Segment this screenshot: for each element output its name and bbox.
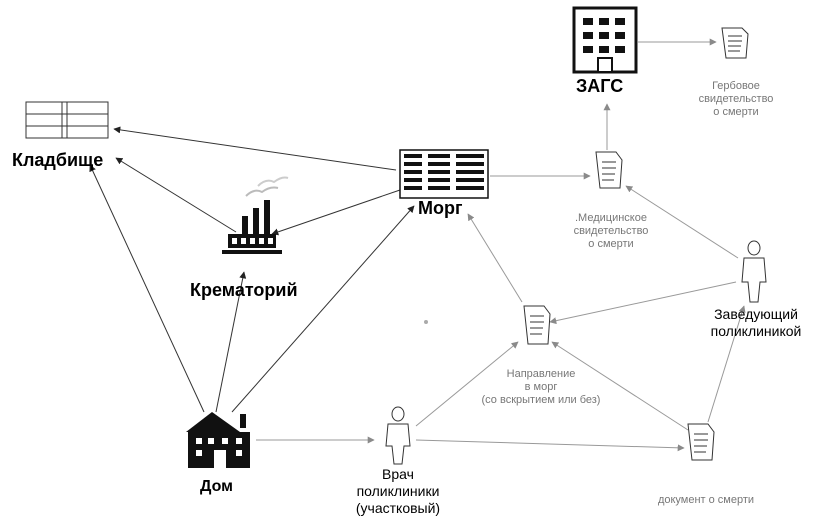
head-doctor-person-icon — [741, 240, 767, 303]
referral-label-line3: (со вскрытием или без) — [481, 394, 601, 406]
referral-label-line1: Направление — [506, 368, 576, 380]
medical-certificate-label: .Медицинское свидетельство о смерти — [556, 212, 666, 251]
medical-certificate-doc-icon — [595, 151, 623, 189]
head-doctor-label: Заведующий поликлиникой — [700, 306, 812, 340]
stamp-certificate-label: Гербовое свидетельство о смерти — [686, 80, 786, 119]
arrows-dark — [89, 126, 415, 413]
home-label: Дом — [200, 478, 233, 495]
death-document-doc-icon — [687, 423, 715, 461]
stamp-certificate-doc-icon — [721, 27, 749, 59]
arrow-crematorium-cemetery — [115, 157, 237, 233]
arrow-referral-morgue — [467, 213, 523, 303]
referral-label-line2: в морг — [524, 381, 558, 393]
medical-certificate-label-line2: свидетельство — [573, 225, 649, 237]
speck — [424, 320, 428, 324]
doctor-label-line3: (участковый) — [355, 500, 441, 516]
doctor-label-line1: Врач — [382, 466, 414, 482]
arrow-head-referral — [549, 281, 737, 325]
stamp-certificate-label-line2: свидетельство — [698, 93, 774, 105]
crematorium-label: Крематорий — [190, 280, 298, 300]
registry-icon — [572, 6, 638, 74]
morgue-label: Морг — [418, 198, 463, 218]
registry-label: ЗАГС — [576, 76, 624, 96]
referral-doc-icon — [523, 305, 551, 345]
house-icon — [186, 412, 250, 468]
medical-certificate-label-line1: .Медицинское — [575, 212, 647, 224]
referral-label: Направление в морг (со вскрытием или без… — [456, 368, 626, 407]
stamp-certificate-label-line3: о смерти — [713, 106, 759, 118]
morgue-icon — [399, 149, 489, 199]
arrow-morgue-crematorium — [271, 189, 401, 236]
head-doctor-label-line2: поликлиникой — [710, 323, 802, 339]
arrows-grey — [256, 38, 746, 452]
arrow-deathdoc-head — [707, 305, 746, 423]
arrow-head-medcert — [625, 185, 739, 259]
doctor-label-line2: поликлиники — [356, 483, 440, 499]
doctor-person-icon — [385, 406, 411, 465]
arrow-deathdoc-referral — [551, 341, 689, 431]
arrow-doctor-referral — [415, 341, 519, 427]
medical-certificate-label-line3: о смерти — [588, 238, 634, 250]
arrow-home-cemetery — [89, 164, 205, 413]
crematorium-icon — [222, 176, 289, 254]
stamp-certificate-label-line1: Гербовое — [712, 80, 760, 92]
cemetery-icon — [25, 101, 109, 139]
arrow-doctor-deathdoc — [415, 439, 685, 452]
cemetery-label: Кладбище — [12, 150, 104, 170]
arrow-home-morgue — [231, 205, 415, 413]
arrow-home-crematorium — [215, 271, 247, 413]
head-doctor-label-line1: Заведующий — [714, 306, 798, 322]
arrow-morgue-cemetery — [113, 126, 397, 171]
doctor-label: Врач поликлиники (участковый) — [348, 466, 448, 517]
death-document-label: документ о смерти — [657, 494, 755, 506]
